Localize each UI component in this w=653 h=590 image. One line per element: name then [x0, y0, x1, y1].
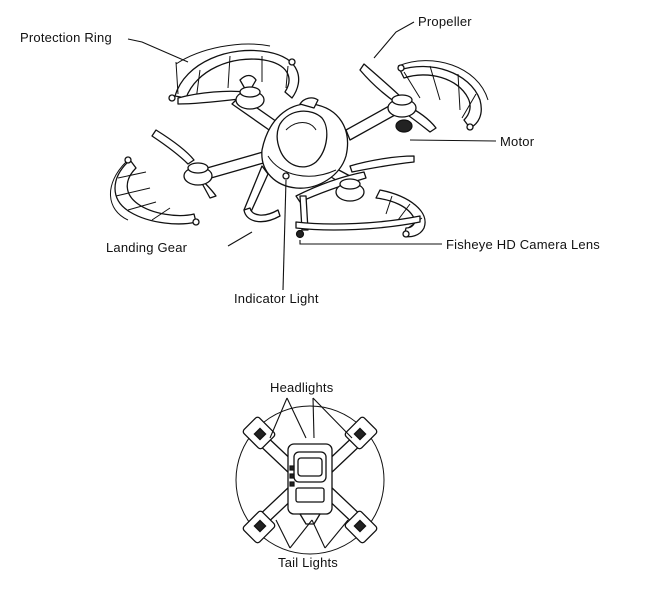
- fisheye-camera-label: Fisheye HD Camera Lens: [446, 237, 600, 252]
- indicator-light-label: Indicator Light: [234, 291, 319, 306]
- protection-ring-label: Protection Ring: [20, 30, 112, 45]
- protection-ring-bottom-right: [375, 189, 426, 238]
- propeller-left: [151, 129, 195, 165]
- protection-ring-left: [110, 156, 200, 226]
- protection-ring-top-right: [397, 60, 489, 131]
- drone-illustration: [110, 43, 489, 239]
- motor-label: Motor: [500, 134, 535, 149]
- propeller-label: Propeller: [418, 14, 472, 29]
- landing-gear: [243, 165, 269, 215]
- indicator-light: [282, 172, 290, 180]
- tail-lights-label: Tail Lights: [278, 555, 339, 570]
- top-view-diagram: [235, 397, 385, 555]
- headlights-label: Headlights: [270, 380, 334, 395]
- protection-ring-top-left: [168, 43, 300, 120]
- fisheye-camera-lens: [295, 229, 305, 239]
- landing-gear-label: Landing Gear: [106, 240, 188, 255]
